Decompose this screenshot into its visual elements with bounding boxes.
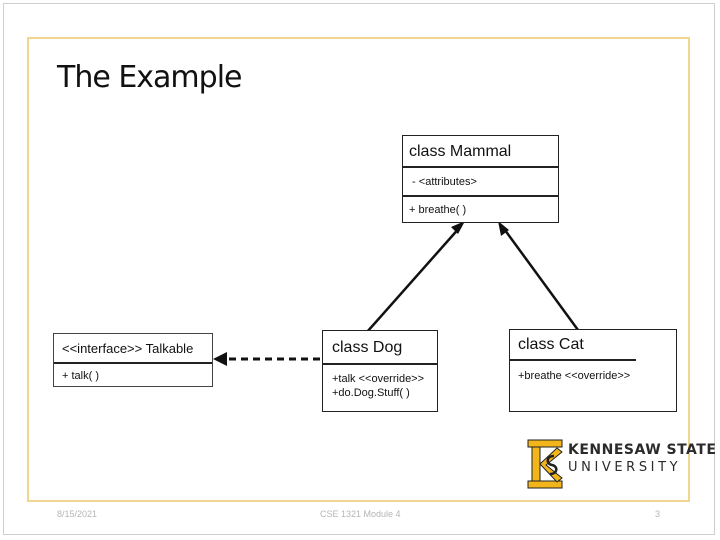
- footer-course: CSE 1321 Module 4: [320, 509, 401, 519]
- slide-border: [3, 3, 715, 535]
- footer-date: 8/15/2021: [57, 509, 98, 519]
- dog-inherits-arrow: [366, 225, 462, 333]
- implements-arrowhead: [213, 352, 227, 366]
- talkable-methods: + talk( ): [62, 370, 99, 382]
- talkable-interface-name: <<interface>> Talkable: [62, 341, 194, 356]
- dog-class-name: class Dog: [332, 339, 403, 356]
- mammal-methods: + breathe( ): [409, 204, 467, 216]
- divider: [403, 166, 558, 168]
- page-number: 3: [655, 509, 661, 519]
- divider: [323, 363, 437, 365]
- cat-class-box: class Cat +breathe <<override>>: [509, 329, 677, 412]
- dog-class-box: class Dog +talk <<override>> +do.Dog.Stu…: [322, 330, 438, 412]
- slide-title: The Example: [57, 60, 242, 95]
- talkable-interface-box: <<interface>> Talkable + talk( ): [53, 333, 213, 387]
- mammal-class-box: class Mammal - <attributes> + breathe( ): [402, 135, 559, 223]
- content-frame: [27, 37, 690, 502]
- divider: [54, 362, 212, 364]
- mammal-class-name: class Mammal: [409, 143, 512, 160]
- dog-arrowhead: [451, 221, 465, 234]
- ks-monogram-icon: [527, 439, 563, 489]
- divider: [510, 359, 636, 361]
- dog-method-override: +talk <<override>>: [332, 373, 425, 385]
- dog-method-stuff: +do.Dog.Stuff( ): [332, 387, 410, 399]
- mammal-attributes: - <attributes>: [409, 176, 477, 188]
- logo-wordmark: KENNESAW STATE: [568, 442, 717, 458]
- logo-subtitle: UNIVERSITY: [568, 460, 682, 475]
- cat-class-name: class Cat: [518, 336, 584, 353]
- cat-arrowhead: [498, 221, 509, 236]
- cat-inherits-arrow: [500, 225, 580, 331]
- cat-methods: +breathe <<override>>: [518, 370, 631, 382]
- university-logo: KENNESAW STATE UNIVERSITY: [524, 438, 716, 490]
- divider: [403, 195, 558, 197]
